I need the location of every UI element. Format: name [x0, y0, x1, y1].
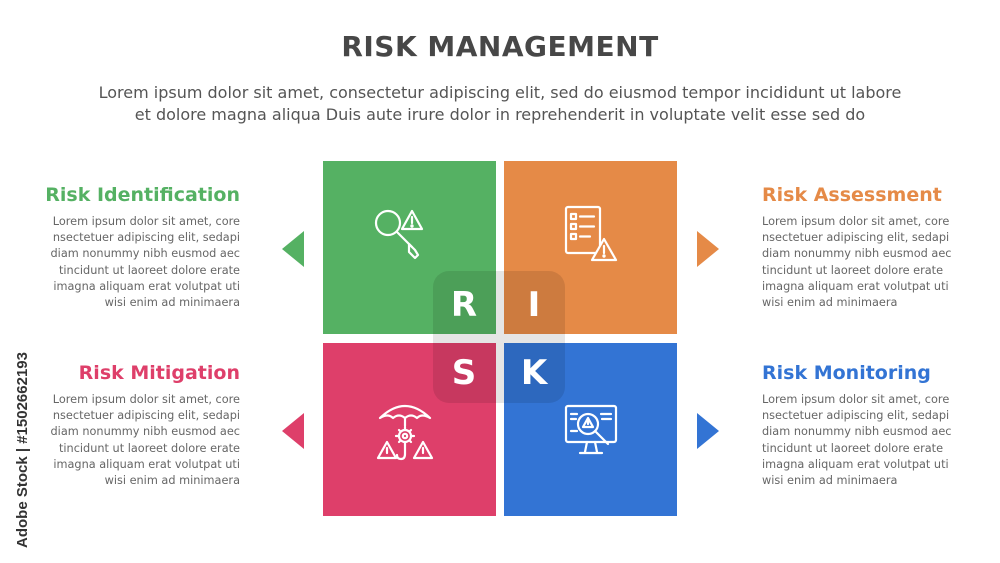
- desc-line: nsectetuer adipiscing elit, sedapi: [52, 409, 240, 423]
- desc-line: tincidunt ut laoreet dolore erate: [762, 441, 944, 455]
- item-identification: Risk Identification Lorem ipsum dolor si…: [35, 184, 240, 311]
- letter-k: K: [520, 353, 548, 393]
- arrow-left-mitigation: [282, 413, 304, 449]
- desc-line: diam nonummy nibh eusmod aec: [762, 425, 952, 439]
- letter-s: S: [451, 353, 477, 393]
- letter-r: R: [450, 285, 478, 325]
- magnifier-warning-icon: [374, 209, 424, 260]
- quadrant-assessment: [504, 161, 677, 334]
- desc-line: tincidunt ut laoreet dolore erate: [58, 441, 240, 455]
- quadrant-monitoring: [504, 343, 677, 516]
- desc-line: imagna aliquam erat volutpat uti: [762, 279, 949, 293]
- item-description: Lorem ipsum dolor sit amet, core nsectet…: [35, 392, 240, 489]
- item-description: Lorem ipsum dolor sit amet, core nsectet…: [762, 392, 967, 489]
- checklist-warning-icon: [564, 205, 618, 262]
- arrow-left-identification: [282, 231, 304, 267]
- desc-line: Lorem ipsum dolor sit amet, core: [52, 215, 240, 228]
- subtitle-line-2: et dolore magna aliqua Duis aute irure d…: [134, 105, 866, 124]
- arrow-right-assessment: [697, 231, 719, 267]
- desc-line: wisi enim ad minimaera: [762, 474, 898, 488]
- item-description: Lorem ipsum dolor sit amet, core nsectet…: [762, 214, 967, 311]
- risk-letter-panel: [433, 271, 565, 403]
- item-description: Lorem ipsum dolor sit amet, core nsectet…: [35, 214, 240, 311]
- desc-line: imagna aliquam erat volutpat uti: [53, 457, 240, 471]
- arrow-right-monitoring: [697, 413, 719, 449]
- desc-line: diam nonummy nibh eusmod aec: [762, 247, 952, 261]
- desc-line: imagna aliquam erat volutpat uti: [762, 457, 949, 471]
- stock-watermark-text: Adobe Stock | #1502662193: [14, 352, 31, 548]
- desc-line: Lorem ipsum dolor sit amet, core: [762, 215, 950, 228]
- quadrant-mitigation: [323, 343, 496, 516]
- item-assessment: Risk Assessment Lorem ipsum dolor sit am…: [762, 184, 967, 311]
- desc-line: wisi enim ad minimaera: [104, 474, 240, 488]
- item-title: Risk Assessment: [762, 184, 942, 206]
- umbrella-gear-warning-icon: [376, 404, 434, 461]
- item-mitigation: Risk Mitigation Lorem ipsum dolor sit am…: [35, 362, 240, 489]
- page-subtitle: Lorem ipsum dolor sit amet, consectetur …: [40, 82, 960, 126]
- desc-line: imagna aliquam erat volutpat uti: [53, 279, 240, 293]
- letter-i: I: [527, 285, 541, 325]
- page-title: RISK MANAGEMENT: [341, 30, 659, 63]
- desc-line: wisi enim ad minimaera: [762, 296, 898, 310]
- item-title: Risk Mitigation: [78, 362, 240, 384]
- desc-line: Lorem ipsum dolor sit amet, core: [762, 393, 950, 406]
- item-title: Risk Identification: [45, 184, 240, 206]
- item-monitoring: Risk Monitoring Lorem ipsum dolor sit am…: [762, 362, 967, 489]
- watermark-label: Adobe Stock | #1502662193: [14, 352, 31, 548]
- desc-line: diam nonummy nibh eusmod aec: [50, 247, 240, 261]
- desc-line: nsectetuer adipiscing elit, sedapi: [762, 409, 950, 423]
- desc-line: nsectetuer adipiscing elit, sedapi: [52, 231, 240, 245]
- desc-line: nsectetuer adipiscing elit, sedapi: [762, 231, 950, 245]
- desc-line: diam nonummy nibh eusmod aec: [50, 425, 240, 439]
- desc-line: tincidunt ut laoreet dolore erate: [58, 263, 240, 277]
- desc-line: Lorem ipsum dolor sit amet, core: [52, 393, 240, 406]
- item-title: Risk Monitoring: [762, 362, 931, 384]
- desc-line: tincidunt ut laoreet dolore erate: [762, 263, 944, 277]
- subtitle-line-1: Lorem ipsum dolor sit amet, consectetur …: [98, 83, 902, 102]
- monitor-warning-icon: [564, 404, 618, 455]
- desc-line: wisi enim ad minimaera: [104, 296, 240, 310]
